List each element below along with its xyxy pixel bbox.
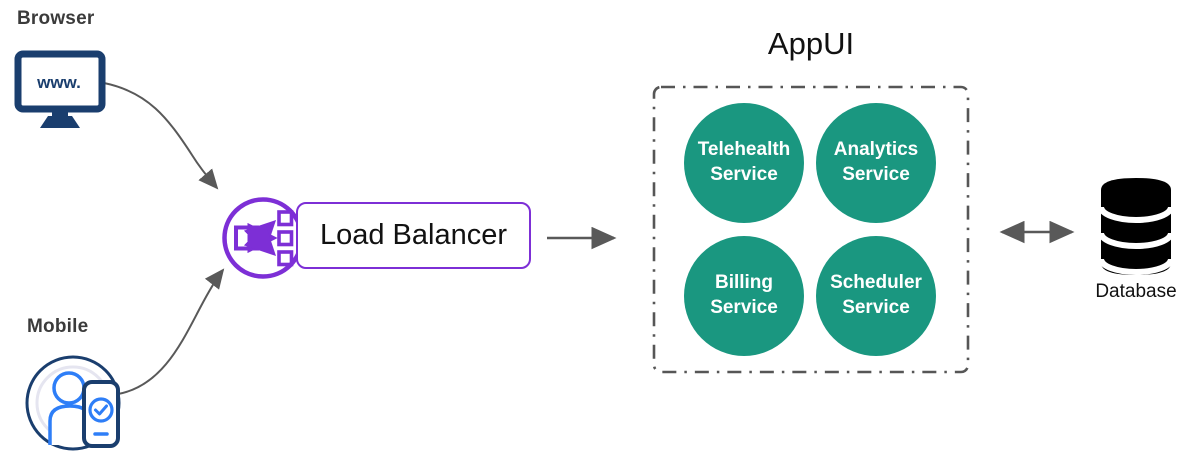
service-label: Analytics Service xyxy=(833,139,919,185)
browser-label: Browser xyxy=(17,8,95,29)
service-circle-telehealth: Telehealth Service xyxy=(684,103,804,223)
browser-icon: www. xyxy=(14,50,106,128)
database-label: Database xyxy=(1095,281,1177,302)
service-label: Billing Service xyxy=(710,272,778,318)
load-balancer-box: Load Balancer xyxy=(296,202,531,269)
appui-title: AppUI xyxy=(767,26,855,61)
service-label: Telehealth Service xyxy=(697,139,791,185)
arrow-mobile-to-loadbalancer xyxy=(117,268,225,395)
mobile-icon xyxy=(25,355,121,451)
mobile-label: Mobile xyxy=(27,316,89,337)
browser-screen-text: www. xyxy=(36,73,81,92)
arrow-browser-to-loadbalancer xyxy=(103,82,219,190)
load-balancer-icon xyxy=(222,197,304,279)
load-balancer-label: Load Balancer xyxy=(319,219,508,251)
service-circle-scheduler: Scheduler Service xyxy=(816,236,936,356)
database-icon xyxy=(1098,178,1174,275)
service-circle-analytics: Analytics Service xyxy=(816,103,936,223)
service-circle-billing: Billing Service xyxy=(684,236,804,356)
service-label: Scheduler Service xyxy=(830,272,922,318)
appui-container-border xyxy=(652,85,970,374)
